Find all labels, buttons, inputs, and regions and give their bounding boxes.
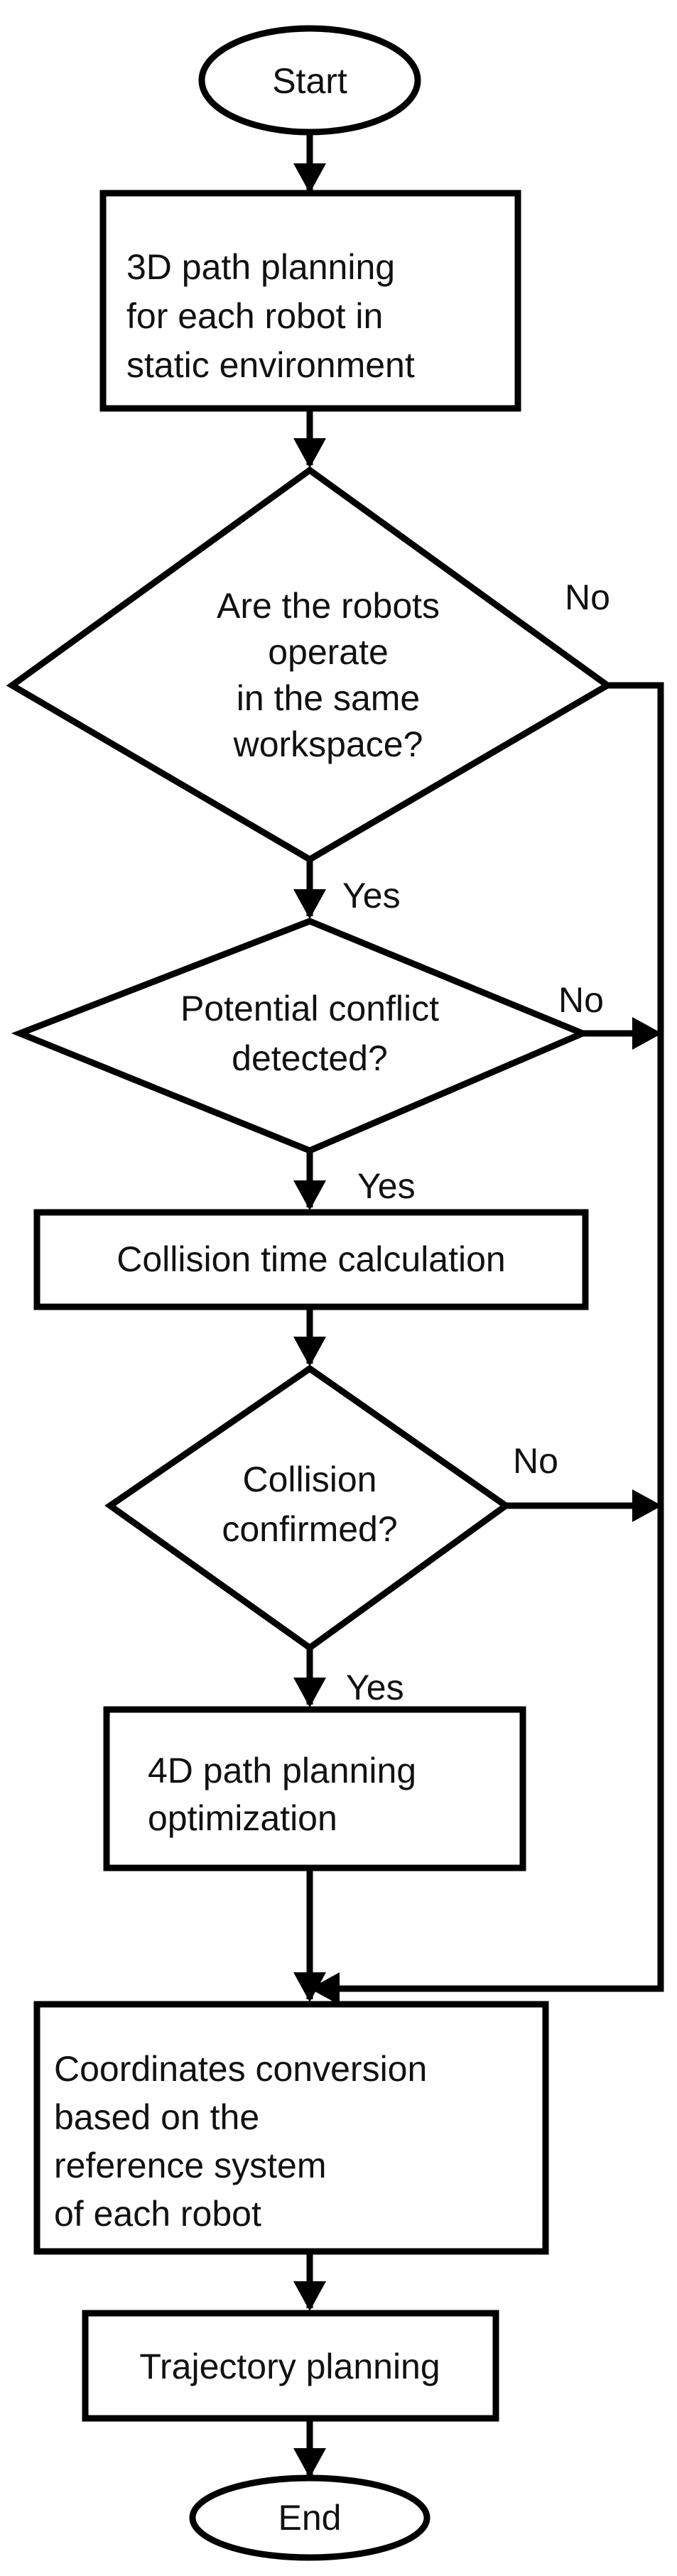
yes-label-workspace: Yes: [342, 876, 401, 915]
arrow-down-icon: [293, 2281, 326, 2311]
connectors: [306, 132, 664, 2475]
step-path-planning: 3D path planning for each robot in stati…: [99, 190, 521, 412]
step-collision-time: Collision time calculation: [33, 1209, 589, 1310]
start-node: Start: [198, 25, 421, 136]
step-coordinates-line-1: Coordinates conversion: [54, 2049, 427, 2089]
decision-conflict-line-2: detected?: [232, 1038, 388, 1078]
step-coordinates-line-4: of each robot: [54, 2194, 261, 2234]
step-coordinates-line-3: reference system: [54, 2146, 326, 2185]
step-trajectory-label: Trajectory planning: [139, 2347, 440, 2386]
decision-workspace: Are the robots operate in the same works…: [6, 466, 614, 864]
step-trajectory: Trajectory planning: [82, 2310, 499, 2422]
end-node: End: [189, 2474, 430, 2561]
no-label-conflict: No: [558, 980, 604, 1020]
step-path-planning-line-1: 3D path planning: [126, 247, 395, 287]
arrow-down-icon: [293, 1337, 326, 1366]
yes-label-collision: Yes: [346, 1668, 404, 1707]
arrow-left-icon: [310, 1972, 340, 2005]
arrow-heads: [293, 163, 662, 2478]
decision-collision-line-1: Collision: [243, 1460, 377, 1499]
arrow-down-icon: [293, 163, 326, 193]
branch-labels: No Yes No Yes No Yes: [342, 577, 610, 1707]
decision-workspace-line-2: operate: [268, 632, 389, 672]
decision-collision-line-2: confirmed?: [222, 1509, 397, 1549]
arrow-down-icon: [293, 889, 326, 919]
decision-workspace-line-4: workspace?: [233, 724, 423, 764]
decision-conflict-line-1: Potential conflict: [180, 989, 439, 1028]
step-4d-planning-line-2: optimization: [148, 1798, 337, 1838]
arrow-down-icon: [293, 2448, 326, 2478]
decision-collision: Collision confirmed?: [104, 1364, 511, 1652]
step-coordinates-line-2: based on the: [54, 2097, 259, 2137]
step-path-planning-line-3: static environment: [126, 345, 415, 385]
start-label: Start: [272, 61, 347, 101]
step-path-planning-line-2: for each robot in: [126, 296, 383, 336]
step-4d-planning-line-1: 4D path planning: [148, 1751, 416, 1790]
no-label-workspace: No: [565, 577, 610, 617]
yes-label-conflict: Yes: [357, 1166, 416, 1206]
step-collision-time-label: Collision time calculation: [117, 1239, 505, 1279]
arrow-right-icon: [632, 1489, 662, 1522]
arrow-right-icon: [632, 1017, 662, 1050]
no-label-collision: No: [513, 1441, 558, 1481]
arrow-down-icon: [293, 438, 326, 468]
arrow-down-icon: [293, 1180, 326, 1210]
step-4d-planning: 4D path planning optimization: [103, 1706, 526, 1871]
end-label: End: [278, 2498, 342, 2538]
decision-workspace-line-1: Are the robots: [217, 586, 440, 626]
decision-workspace-line-3: in the same: [237, 678, 420, 718]
arrow-down-icon: [293, 1972, 326, 2002]
decision-conflict: Potential conflict detected?: [11, 918, 591, 1154]
arrow-down-icon: [293, 1678, 326, 1707]
step-coordinates: Coordinates conversion based on the refe…: [33, 2001, 549, 2255]
no-bypass-line: [310, 682, 664, 1992]
